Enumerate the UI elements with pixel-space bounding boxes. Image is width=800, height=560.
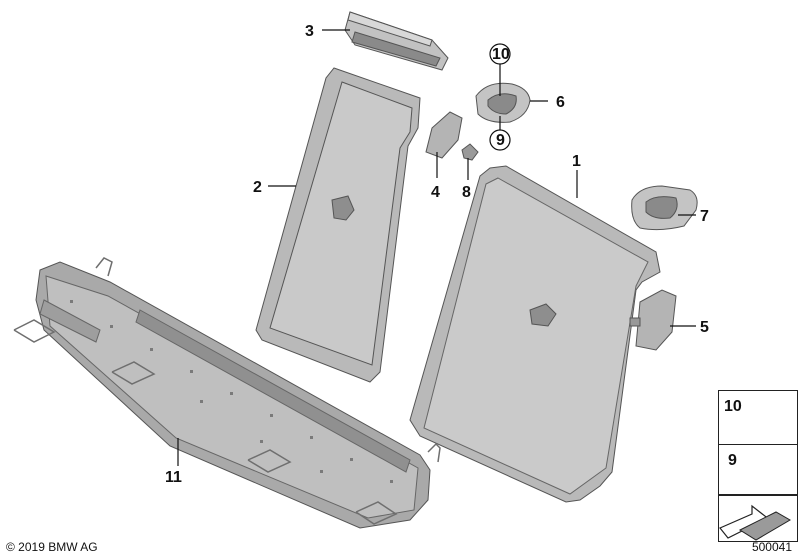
- copyright-text: © 2019 BMW AG: [6, 540, 98, 554]
- legend-number-10: 10: [724, 398, 742, 415]
- callout-3: 3: [305, 23, 314, 40]
- callout-10: 10: [492, 46, 510, 63]
- part-3-bracket[interactable]: [344, 11, 449, 71]
- part-1-right-backrest[interactable]: [409, 165, 661, 503]
- part-6-lock-cover[interactable]: [475, 82, 531, 123]
- legend-box-10: [718, 390, 798, 446]
- legend-box-9: [718, 444, 798, 496]
- callout-5: 5: [700, 319, 709, 336]
- leader-lines: [177, 29, 696, 466]
- callout-9: 9: [496, 132, 505, 149]
- callout-11: 11: [165, 469, 182, 486]
- callout-2: 2: [253, 179, 262, 196]
- part-8-clip[interactable]: [461, 143, 479, 161]
- legend-box-arrow: [718, 494, 798, 542]
- callout-6: 6: [556, 94, 565, 111]
- part-4-cover-panel[interactable]: [425, 111, 463, 159]
- part-5-side-panel[interactable]: [629, 289, 677, 351]
- diagram-number: 500041: [751, 540, 792, 554]
- part-7-lock-cover[interactable]: [631, 185, 698, 231]
- legend-number-9: 9: [728, 452, 737, 469]
- callout-10-circle: [489, 43, 511, 65]
- callout-8: 8: [462, 184, 471, 201]
- part-2-left-backrest[interactable]: [255, 67, 421, 383]
- callout-7: 7: [700, 208, 709, 225]
- arrow-symbol-icon: [719, 504, 791, 541]
- callout-4: 4: [431, 184, 440, 201]
- callout-9-circle: [489, 129, 511, 151]
- callout-1: 1: [572, 153, 581, 170]
- part-11-seat-frame[interactable]: [13, 257, 441, 529]
